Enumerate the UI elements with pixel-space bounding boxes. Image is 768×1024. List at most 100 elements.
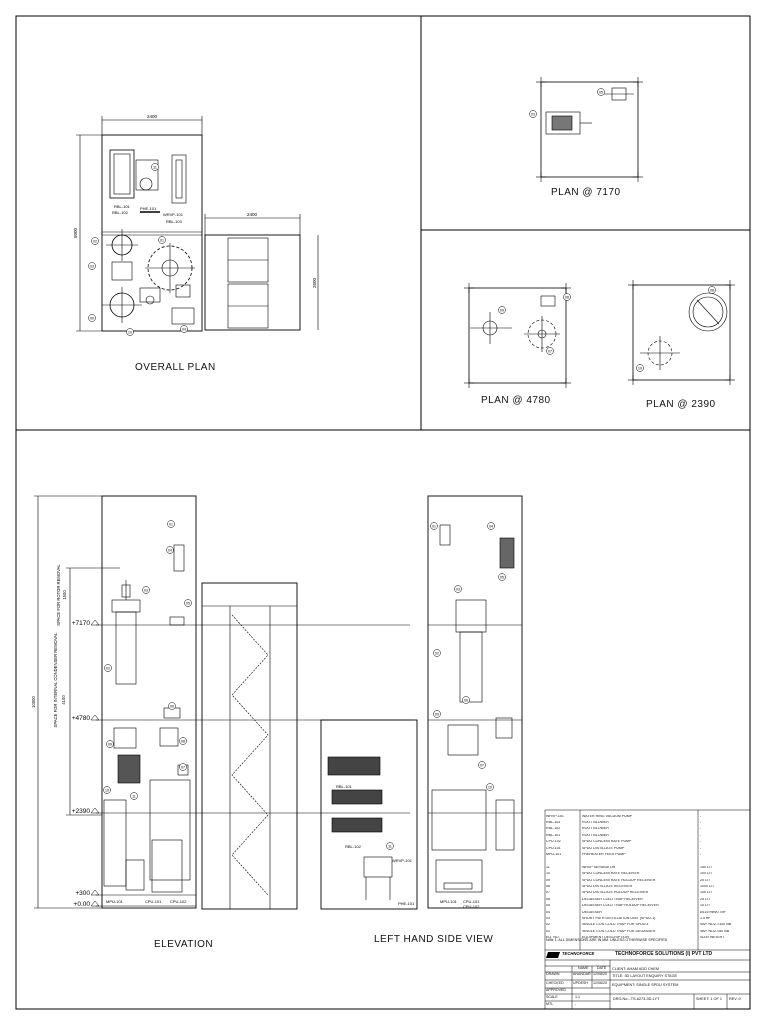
svg-text:04: 04 (489, 524, 493, 528)
plan-depth-dim: 5000 (73, 227, 78, 238)
schedule-tag: 01 (546, 929, 550, 933)
overall-plan-balloons (88, 163, 188, 336)
tag-rbl101: RBL-101 (114, 204, 131, 209)
sheet-border (15, 15, 751, 1010)
schedule-tag: CPU-101 (546, 846, 561, 850)
svg-text:09: 09 (500, 308, 504, 312)
svg-text:CPU-102: CPU-102 (170, 899, 187, 904)
sheet-number: SHEET: 1 OF 1 (696, 997, 722, 1001)
schedule-tag: 09 (546, 878, 550, 882)
svg-text:05: 05 (599, 90, 603, 94)
svg-text:RBL-102: RBL-102 (345, 844, 362, 849)
svg-text:01: 01 (169, 522, 173, 526)
svg-text:CPU-101: CPU-101 (463, 899, 480, 904)
svg-text:08: 08 (565, 295, 569, 299)
plan-7170-view (536, 77, 643, 182)
drawn-name: ANANDAR (573, 972, 591, 976)
elevation-title: ELEVATION (154, 939, 214, 950)
schedule-size: VAP. NOZ.=80 NB (700, 929, 730, 933)
svg-text:MPU-101: MPU-101 (106, 899, 124, 904)
schedule-description: DEGASSER COLD TRAP HOLDUP RECEIVER (582, 904, 659, 908)
schedule-size: SIZE/ WEIGHT (700, 936, 725, 940)
schedule-tag: 02 (546, 923, 550, 927)
schedule-tag: RBL-102 (546, 827, 561, 831)
drawn-date: 12/08/20 (593, 972, 607, 976)
plan-7170-balloons (529, 88, 605, 118)
equipment: EQUIPMENT: SINGLE SPDU SYSTEM (612, 983, 679, 987)
schedule-tag: 07 (546, 891, 550, 895)
tag-rbl103: RBL-103 (166, 219, 183, 224)
schedule-description: PREHEATER FEED PUMP (582, 852, 626, 856)
svg-text:RBL-101: RBL-101 (336, 784, 353, 789)
svg-text:WRVP-101: WRVP-101 (392, 858, 413, 863)
schedule-size: - (700, 827, 702, 831)
level-000: +0.00 (74, 901, 91, 908)
height-total-dim: 10000 (31, 696, 36, 708)
schedule-tag: RBL-101 (546, 833, 561, 837)
svg-text:CPU-102: CPU-102 (463, 904, 480, 909)
svg-text:06: 06 (170, 704, 174, 708)
svg-text:10: 10 (638, 366, 642, 370)
tag-wrvp101: WRVP-101 (163, 212, 184, 217)
schedule-row: RBL-102 ROOT BLOWER - (545, 826, 750, 833)
schedule-tag: 04 (546, 910, 550, 914)
tag-rbl102: RBL-102 (112, 210, 129, 215)
plan-width-dim: 2400 (147, 114, 158, 119)
schedule-tag: WRVP-101 (546, 814, 564, 818)
approved-label: APPROVED (546, 988, 566, 992)
level-2390: +2390 (72, 808, 91, 815)
overall-plan-balloon-labels: 11 02 01 03 09 10 04 (90, 165, 186, 334)
svg-text:09: 09 (90, 316, 94, 320)
checked-label: CHECKED (546, 981, 564, 985)
schedule-tag: 08 (546, 884, 550, 888)
title-block-grid (544, 809, 751, 1010)
schedule-description: ROOT BLOWER (582, 827, 609, 831)
svg-text:11: 11 (388, 844, 392, 848)
plan-7170-title: PLAN @ 7170 (551, 187, 621, 198)
schedule-description: SPDU CONCENTRATE PUMP (582, 840, 632, 844)
schedule-tag: CPU-102 (546, 840, 561, 844)
schedule-description: DEGASSER (582, 910, 602, 914)
drawing-title: TITLE: 3D LAYOUT ENQUIRY STAGE (612, 974, 678, 978)
svg-text:10: 10 (105, 788, 109, 792)
plan-2390-view (628, 280, 735, 385)
schedule-description: SINGLE COIL COLD TRAP FOR DEGASSER (582, 929, 656, 933)
space-condenser-value: 4100 (61, 695, 66, 705)
checked-name: UPDESH (573, 981, 588, 985)
svg-text:11: 11 (132, 794, 136, 798)
svg-text:02: 02 (435, 651, 439, 655)
tag-phe101: PHE-101 (140, 206, 157, 211)
plan-2390-title: PLAN @ 2390 (646, 399, 716, 410)
schedule-description: EQUIPMENT DESCRIPTION (582, 936, 629, 940)
drawn-label: DRAWN (546, 972, 560, 976)
schedule-size: - (700, 840, 702, 844)
svg-text:01: 01 (432, 524, 436, 528)
svg-text:PHE-101: PHE-101 (398, 901, 415, 906)
elevation-balloons (103, 520, 192, 800)
platform-width-dim: 2400 (247, 212, 258, 217)
svg-text:07: 07 (480, 763, 484, 767)
schedule-size: 10 LIT (700, 904, 711, 908)
schedule-description: SPDU DISTILLATE HOLDUP RECEIVER (582, 891, 649, 895)
left-hand-side-view-title: LEFT HAND SIDE VIEW (374, 934, 494, 945)
schedule-description: SPDU DISTILLATE RECEIVER (582, 884, 633, 888)
svg-text:03: 03 (144, 588, 148, 592)
svg-text:03: 03 (90, 264, 94, 268)
col-date: DATE (597, 966, 607, 970)
dimension-note: Note 1: ALL DIMENSIONS ARE IN MM. UNLESS… (546, 938, 668, 942)
elevation-levels: +7170 +4780 +2390 +300 +0.00 (72, 620, 91, 908)
level-300: +300 (75, 890, 90, 897)
elevation-level-markers (90, 619, 100, 907)
drawing-number: DRG.No.:-TS-6273-3D-LYT (613, 997, 660, 1001)
